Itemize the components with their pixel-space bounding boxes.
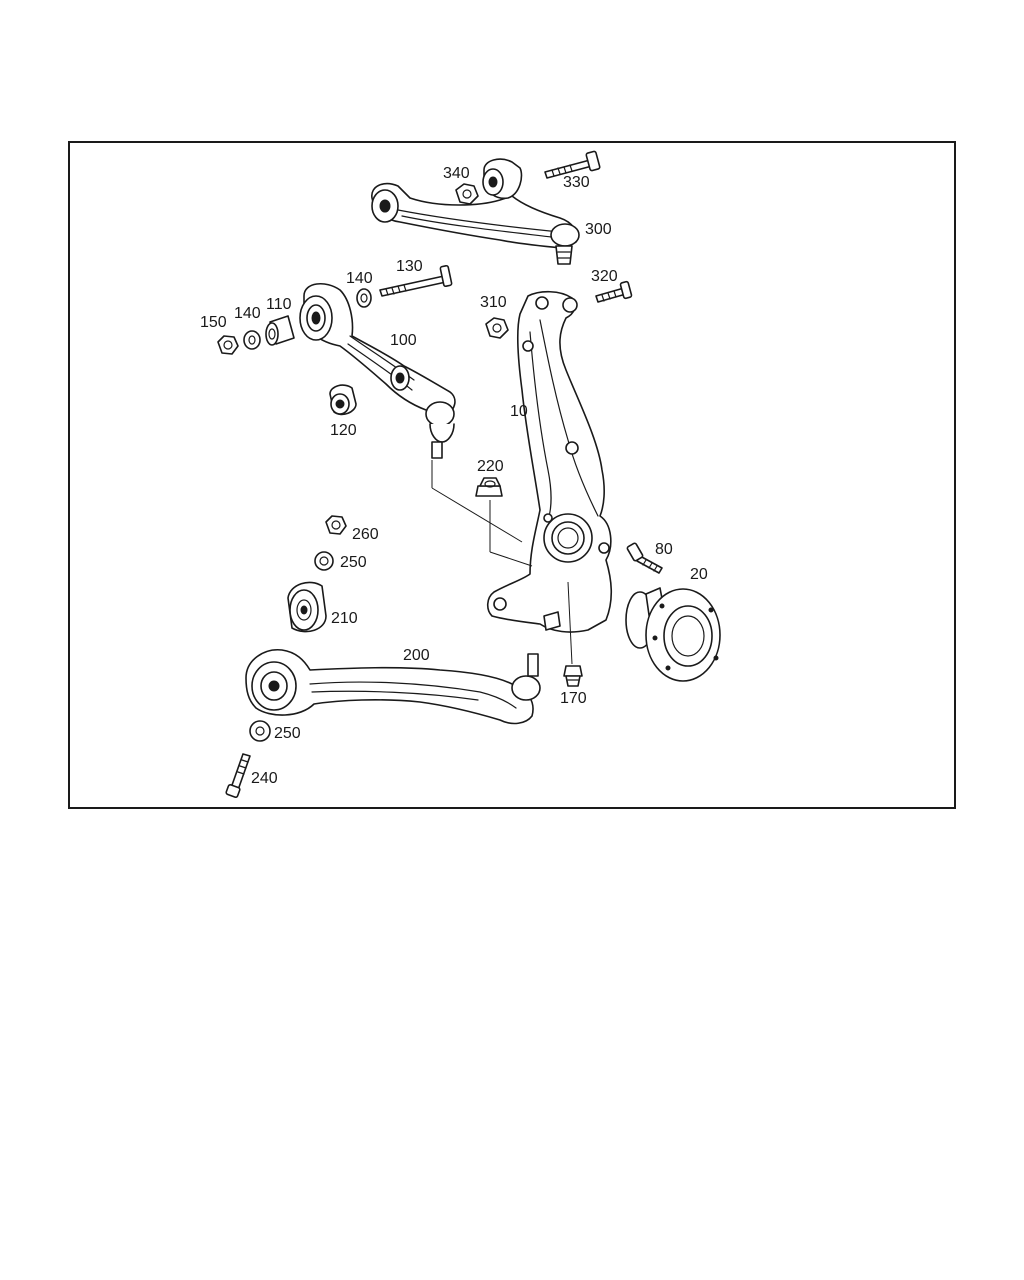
part-310-nut	[485, 317, 509, 339]
callout-300: 300	[585, 221, 612, 238]
part-240-bolt	[225, 753, 251, 798]
callout-260: 260	[352, 526, 379, 543]
part-130-bolt	[379, 264, 453, 297]
callout-330: 330	[563, 174, 590, 191]
callout-140-left: 140	[234, 305, 261, 322]
part-210-bushing	[287, 581, 327, 633]
callout-210: 210	[331, 610, 358, 627]
part-20-wheel-hub	[625, 587, 721, 682]
part-120-bushing	[329, 384, 357, 416]
part-110-bushing	[265, 315, 295, 346]
part-260-nut	[325, 515, 347, 535]
part-140-washer-upper	[356, 288, 372, 308]
callout-250-upper: 250	[340, 554, 367, 571]
callout-80: 80	[655, 541, 673, 558]
callout-200: 200	[403, 647, 430, 664]
callout-220: 220	[477, 458, 504, 475]
part-220-nut	[475, 477, 503, 497]
part-80-bolt	[626, 542, 663, 574]
callout-310: 310	[480, 294, 507, 311]
part-140-washer-left	[243, 330, 261, 350]
part-10-steering-knuckle	[486, 290, 613, 633]
callout-340: 340	[443, 165, 470, 182]
part-340-nut	[455, 183, 479, 205]
callout-240: 240	[251, 770, 278, 787]
callout-150: 150	[200, 314, 227, 331]
part-150-nut	[217, 335, 239, 355]
part-250-washer-lower	[249, 720, 271, 742]
callout-320: 320	[591, 268, 618, 285]
callout-110: 110	[266, 296, 292, 313]
callout-120: 120	[330, 422, 357, 439]
callout-250-lower: 250	[274, 725, 301, 742]
callout-20: 20	[690, 566, 708, 583]
callout-10: 10	[510, 403, 528, 420]
callout-130: 130	[396, 258, 423, 275]
callouts: 340 330 300 130 140 320 310 110 140 150 …	[200, 165, 708, 787]
leader-lines	[431, 460, 573, 665]
callout-140-upper: 140	[346, 270, 373, 287]
part-170-nut	[563, 665, 583, 687]
part-250-washer-upper	[314, 551, 334, 571]
callout-170: 170	[560, 690, 587, 707]
callout-100: 100	[390, 332, 417, 349]
part-200-tension-strut	[245, 649, 541, 725]
part-330-bolt	[544, 150, 601, 179]
part-100-control-arm	[299, 283, 456, 459]
part-300-upper-control-arm	[371, 158, 580, 265]
part-320-bolt	[595, 280, 633, 303]
